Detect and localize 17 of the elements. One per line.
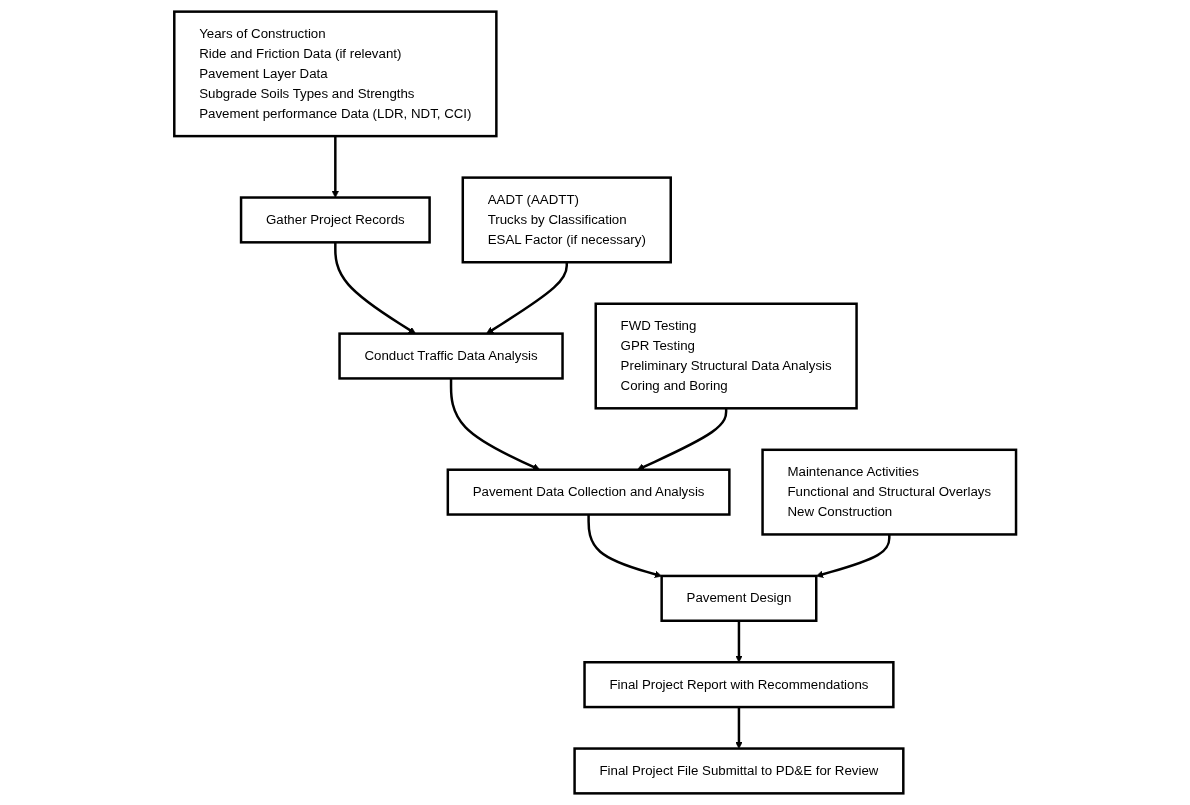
- node-box: Maintenance Activities Functional and Structural Overlays New Construction: [761, 448, 1018, 536]
- node-box: FWD Testing GPR Testing Preliminary Structural Data Analysis Coring and Boring: [594, 302, 858, 410]
- arrow: [735, 620, 743, 663]
- arrow: [333, 242, 416, 334]
- node-box: Conduct Traffic Data Analysis: [338, 332, 564, 380]
- node-box: Pavement Design: [660, 574, 818, 622]
- arrow: [815, 534, 891, 578]
- node-box: Final Project Report with Recommendations: [583, 661, 895, 709]
- node-box: Years of Construction Ride and Friction Data (if relevant) Pavement Layer Data Subgrade Soils Types and Strengths Pavement performance Data (LDR, NDT, CCI): [172, 10, 498, 138]
- node-box: Final Project File Submittal to PD&E for Review: [573, 747, 905, 795]
- arrow: [331, 136, 339, 198]
- arrow: [486, 262, 568, 334]
- arrow: [735, 707, 743, 749]
- arrow: [587, 514, 662, 578]
- node-box: AADT (AADTT) Trucks by Classification ESAL Factor (if necessary): [461, 176, 672, 264]
- node-box: Pavement Data Collection and Analysis: [446, 468, 731, 516]
- node-box: Gather Project Records: [239, 196, 431, 244]
